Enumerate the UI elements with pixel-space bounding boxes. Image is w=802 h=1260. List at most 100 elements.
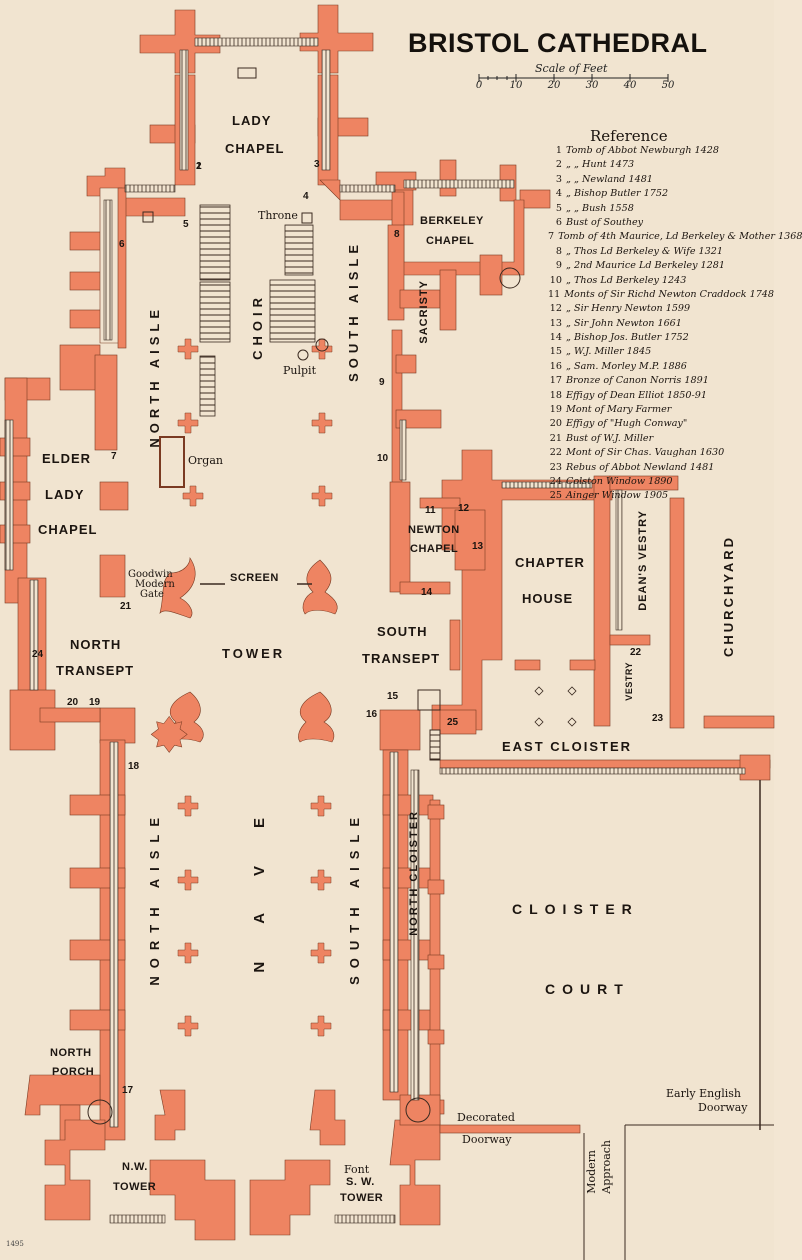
- label-screen: SCREEN: [230, 572, 279, 584]
- ref-number: 21: [120, 601, 132, 612]
- reference-item-text: „ 2nd Maurice Ld Berkeley 1281: [566, 260, 725, 272]
- reference-item-number: 7: [548, 231, 555, 243]
- label-modern-approach-2: Approach: [600, 1140, 613, 1194]
- reference-item-number: 6: [555, 216, 562, 228]
- label-throne: Throne: [258, 209, 298, 222]
- label-north-porch-2: PORCH: [52, 1066, 95, 1078]
- label-newton-1: NEWTON: [408, 524, 460, 536]
- reference-item-number: 24: [549, 475, 562, 487]
- label-chapel: CHAPEL: [38, 522, 98, 537]
- label-early-english-1: Early English: [666, 1087, 741, 1100]
- ref-number: 12: [458, 503, 470, 514]
- ref-number: 9: [379, 377, 385, 388]
- reference-item-number: 19: [549, 404, 562, 416]
- reference-item-number: 15: [549, 346, 562, 358]
- reference-item-text: „ Bishop Jos. Butler 1752: [566, 332, 689, 344]
- ref-number: 6: [119, 239, 125, 250]
- label-lady-chapel-2: CHAPEL: [225, 141, 285, 156]
- reference-item-number: 4: [555, 188, 562, 200]
- reference-item: 12„ Sir Henry Newton 1599: [548, 302, 774, 316]
- reference-item-text: „ „ Hunt 1473: [566, 159, 635, 171]
- reference-item-text: Ainger Window 1905: [566, 490, 669, 502]
- ref-number: 14: [421, 587, 433, 598]
- ref-number: 19: [89, 697, 101, 708]
- label-north-porch-1: NORTH: [50, 1047, 92, 1059]
- label-south-transept-2: TRANSEPT: [362, 651, 441, 666]
- reference-item-number: 13: [549, 317, 562, 329]
- scale-tick: 30: [585, 80, 599, 91]
- ref-number: 3: [314, 159, 320, 170]
- label-north-cloister: NORTH CLOISTER: [408, 810, 420, 936]
- reference-item-text: Effigy of "Hugh Conway": [566, 418, 688, 430]
- reference-item-number: 10: [549, 274, 562, 286]
- ref-number: 7: [111, 451, 117, 462]
- label-choir: CHOIR: [250, 293, 265, 360]
- sw-tower: [389, 1119, 441, 1226]
- ref-number: 16: [366, 709, 378, 720]
- ref-number: 5: [183, 219, 189, 230]
- plan-drawing: [0, 4, 775, 1260]
- label-lady: LADY: [45, 487, 85, 502]
- ref-number: 17: [122, 1085, 134, 1096]
- ref-number: 11: [425, 505, 436, 516]
- scale-tick: 10: [509, 80, 523, 91]
- label-tower: TOWER: [222, 646, 286, 661]
- reference-item-number: 11: [548, 288, 561, 300]
- reference-item-number: 21: [549, 432, 562, 444]
- reference-item-text: Bronze of Canon Norris 1891: [566, 375, 709, 387]
- reference-item-number: 23: [549, 461, 562, 473]
- ref-number: 23: [652, 713, 664, 724]
- label-churchyard: CHURCHYARD: [721, 535, 736, 657]
- label-berkeley-1: BERKELEY: [420, 215, 484, 227]
- label-font: Font: [344, 1163, 370, 1176]
- label-nave-north-aisle: NORTH AISLE: [147, 810, 162, 986]
- reference-item-text: Tomb of 4th Maurice, Ld Berkeley & Mothe…: [558, 231, 802, 243]
- ref-number: 15: [387, 691, 399, 702]
- label-goodwin: Goodwin: [128, 569, 173, 580]
- label-organ: Organ: [188, 454, 223, 467]
- reference-item: 4 „ Bishop Butler 1752: [548, 187, 774, 201]
- lady-chapel-ne-buttress: [139, 9, 221, 74]
- label-nw-tower-2: TOWER: [113, 1181, 157, 1193]
- label-court: COURT: [545, 981, 630, 997]
- reference-item: 24 Colston Window 1890: [548, 475, 774, 489]
- reference-item-text: Mont of Mary Farmer: [566, 404, 672, 416]
- label-vestry: VESTRY: [624, 662, 634, 701]
- reference-item-text: „ Bishop Butler 1752: [566, 188, 669, 200]
- label-berkeley-2: CHAPEL: [426, 235, 475, 247]
- reference-item: 15„ W.J. Miller 1845: [548, 345, 774, 359]
- lady-chapel-se-buttress: [299, 4, 374, 74]
- ref-number: 1: [196, 161, 202, 172]
- cathedral-plan-map: { "title": "BRISTOL CATHEDRAL", "scale":…: [0, 4, 802, 1260]
- reference-item: 5„ „ Bush 1558: [548, 202, 774, 216]
- reference-item-text: „ Sam. Morley M.P. 1886: [566, 360, 687, 372]
- ref-number: 10: [377, 453, 389, 464]
- reference-item: 13„ Sir John Newton 1661: [548, 317, 774, 331]
- label-sacristy: SACRISTY: [418, 280, 430, 344]
- label-sw-tower-1: S. W.: [346, 1176, 375, 1188]
- label-east-cloister: EAST CLOISTER: [502, 739, 633, 754]
- reference-item: 2 „ „ Hunt 1473: [548, 158, 774, 172]
- scale-title: Scale of Feet: [535, 62, 608, 75]
- label-decorated-2: Doorway: [462, 1133, 512, 1146]
- label-cloister: CLOISTER: [512, 901, 639, 917]
- reference-item: 16„ Sam. Morley M.P. 1886: [548, 360, 774, 374]
- reference-item-number: 2: [555, 159, 562, 171]
- label-nave-south-aisle: SOUTH AISLE: [347, 810, 362, 985]
- reference-item: 9„ 2nd Maurice Ld Berkeley 1281: [548, 259, 774, 273]
- label-chapter-2: HOUSE: [522, 591, 574, 606]
- reference-item-number: 1: [555, 145, 562, 156]
- tower-pier-se: [298, 691, 335, 743]
- reference-item-number: 5: [555, 202, 562, 214]
- reference-item-text: „ „ Newland 1481: [566, 173, 653, 185]
- map-title: BRISTOL CATHEDRAL: [408, 28, 708, 58]
- scale-tick: 0: [475, 80, 483, 91]
- reference-item-text: Colston Window 1890: [566, 475, 673, 487]
